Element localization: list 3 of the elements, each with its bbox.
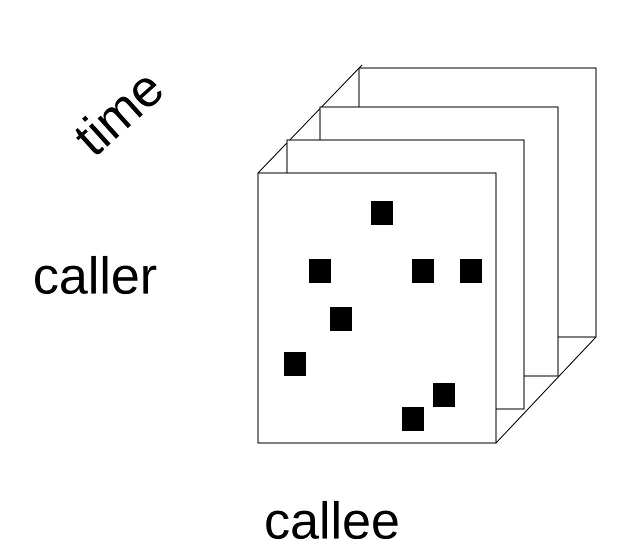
- axis-label: callee: [266, 500, 398, 540]
- axis-label: time: [76, 78, 162, 154]
- axis-label: caller: [35, 256, 156, 294]
